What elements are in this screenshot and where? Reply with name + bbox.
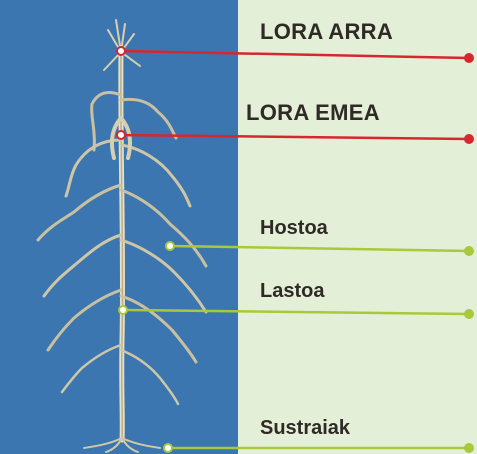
leader-line-stalk [123,310,469,314]
leader-start-stalk [119,306,127,314]
leader-start-roots [164,444,172,452]
label-leaf: Hostoa [260,218,328,238]
label-roots: Sustraiak [260,418,350,438]
label-stalk: Lastoa [260,281,324,301]
leader-end-male-flower [464,53,474,63]
leader-line-female-flower [121,135,469,139]
label-female-flower: LORA EMEA [246,102,380,124]
leader-start-female-flower [117,131,125,139]
leader-start-leaf [166,242,174,250]
leader-end-leaf [464,246,474,256]
leader-end-roots [464,443,474,453]
leader-end-stalk [464,309,474,319]
label-male-flower: LORA ARRA [260,21,393,43]
leader-line-male-flower [121,51,469,58]
leader-line-leaf [170,246,469,251]
leader-end-female-flower [464,134,474,144]
leader-start-male-flower [117,47,125,55]
